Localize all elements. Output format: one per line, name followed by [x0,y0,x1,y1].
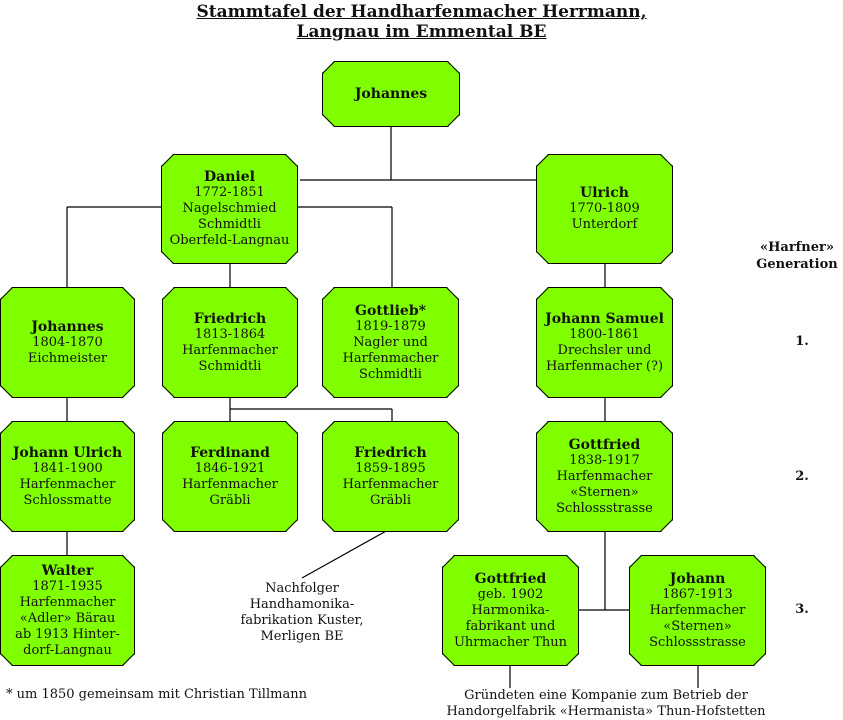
person-detail: Nagler und [353,334,428,350]
title-line-1: Stammtafel der Handharfenmacher Herrmann… [196,2,647,22]
person-detail: Gräbli [370,492,411,508]
person-johann-ulrich: Johann Ulrich 1841-1900 Harfenmacher Sch… [0,421,135,532]
person-detail: 1772-1851 [194,185,265,200]
person-detail: Harfenmacher [556,468,653,484]
person-daniel: Daniel 1772-1851 Nagelschmied Schmidtli … [161,154,298,264]
kompanie-note: Gründeten eine Kompanie zum Betrieb der … [432,688,780,720]
person-detail: Schmidtli [359,366,422,382]
generation-header-2: Generation [756,257,838,272]
person-name: Friedrich [193,310,267,327]
person-detail: Harfenmacher (?) [545,358,664,374]
diagram-title: Stammtafel der Handharfenmacher Herrmann… [0,2,843,42]
note-line: Gründeten eine Kompanie zum Betrieb der [464,688,748,703]
person-name: Daniel [204,169,255,185]
person-gottfried-1902: Gottfried geb. 1902 Harmonika- fabrikant… [442,555,579,666]
person-detail: Harfenmacher [19,594,116,610]
person-detail: «Sternen» [570,484,639,500]
person-name: Johannes [354,86,428,102]
person-detail: Harmonika- [471,602,550,618]
person-detail: Harfenmacher [342,350,439,366]
note-line: fabrikation Kuster, [240,613,364,628]
person-detail: 1859-1895 [355,460,426,476]
person-detail: 1871-1935 [32,578,103,594]
person-name: Walter [41,562,94,579]
footnote: * um 1850 gemeinsam mit Christian Tillma… [6,687,307,702]
note-line: Merligen BE [260,629,344,644]
generation-3-label: 3. [795,602,809,617]
person-johann-samuel: Johann Samuel 1800-1861 Drechsler und Ha… [536,287,673,398]
person-detail: Schlossstrasse [556,500,653,516]
person-detail: «Sternen» [663,618,732,634]
person-detail: Harfenmacher [19,476,116,492]
person-detail: Oberfeld-Langnau [169,233,290,248]
person-detail: dorf-Langnau [23,642,112,658]
person-detail: «Adler» Bärau [19,610,116,626]
title-line-2: Langnau im Emmental BE [296,22,547,42]
person-detail: ab 1913 Hinter- [15,626,120,642]
person-name: Ferdinand [190,444,270,461]
person-name: Johann Ulrich [12,444,123,461]
person-name: Ulrich [580,185,629,201]
person-detail: 1867-1913 [662,586,733,602]
person-detail: 1819-1879 [355,318,426,334]
person-name: Johannes [31,318,104,335]
person-detail: 1800-1861 [569,326,640,342]
person-johannes-root: Johannes [322,61,460,127]
person-detail: fabrikant und [465,618,556,634]
person-ulrich: Ulrich 1770-1809 Unterdorf [536,154,673,264]
person-detail: 1841-1900 [32,460,103,476]
person-detail: Schmidtli [198,217,261,232]
generation-header: «Harfner» Generation [752,239,842,273]
note-line: Handorgelfabrik «Hermanista» Thun-Hofste… [446,704,766,719]
person-name: Friedrich [354,444,427,461]
person-detail: 1804-1870 [32,334,103,350]
person-friedrich-1813: Friedrich 1813-1864 Harfenmacher Schmidt… [162,287,298,398]
person-detail: Uhrmacher Thun [453,634,568,650]
person-johannes-1804: Johannes 1804-1870 Eichmeister [0,287,135,398]
note-line: Nachfolger [265,581,339,596]
person-detail: 1838-1917 [569,452,640,468]
person-detail: 1770-1809 [569,201,640,216]
person-detail: Harfenmacher [342,476,439,492]
person-detail: 1813-1864 [194,326,266,342]
person-detail: Harfenmacher [182,342,278,358]
person-friedrich-1859: Friedrich 1859-1895 Harfenmacher Gräbli [322,421,459,532]
person-name: Johann Samuel [545,310,664,327]
person-detail: Nagelschmied [182,201,277,216]
person-detail: Schmidtli [198,358,262,374]
line-nachfolger [301,529,389,579]
generation-header-1: «Harfner» [760,240,834,255]
person-detail: Gräbli [209,492,251,508]
person-detail: geb. 1902 [477,586,544,602]
nachfolger-note: Nachfolger Handhamonika- fabrikation Kus… [232,581,372,645]
person-detail: Harfenmacher [182,476,278,492]
person-detail: Eichmeister [27,350,108,366]
person-johann-1867: Johann 1867-1913 Harfenmacher «Sternen» … [629,555,766,666]
person-name: Gottlieb* [355,302,426,319]
person-name: Gottfried [568,436,641,453]
person-walter: Walter 1871-1935 Harfenmacher «Adler» Bä… [0,555,135,666]
note-line: Handhamonika- [249,597,355,612]
generation-1-label: 1. [795,334,809,349]
person-detail: Unterdorf [571,217,638,232]
generation-2-label: 2. [795,469,809,484]
person-detail: Drechsler und [557,342,652,358]
person-detail: Schlossstrasse [649,634,746,650]
person-ferdinand: Ferdinand 1846-1921 Harfenmacher Gräbli [162,421,298,532]
person-name: Johann [669,570,726,587]
person-gottlieb: Gottlieb* 1819-1879 Nagler und Harfenmac… [322,287,459,398]
person-detail: Harfenmacher [649,602,746,618]
person-gottfried-1838: Gottfried 1838-1917 Harfenmacher «Sterne… [536,421,673,532]
person-name: Gottfried [474,570,547,587]
person-detail: Schlossmatte [23,492,112,508]
person-detail: 1846-1921 [194,460,266,476]
